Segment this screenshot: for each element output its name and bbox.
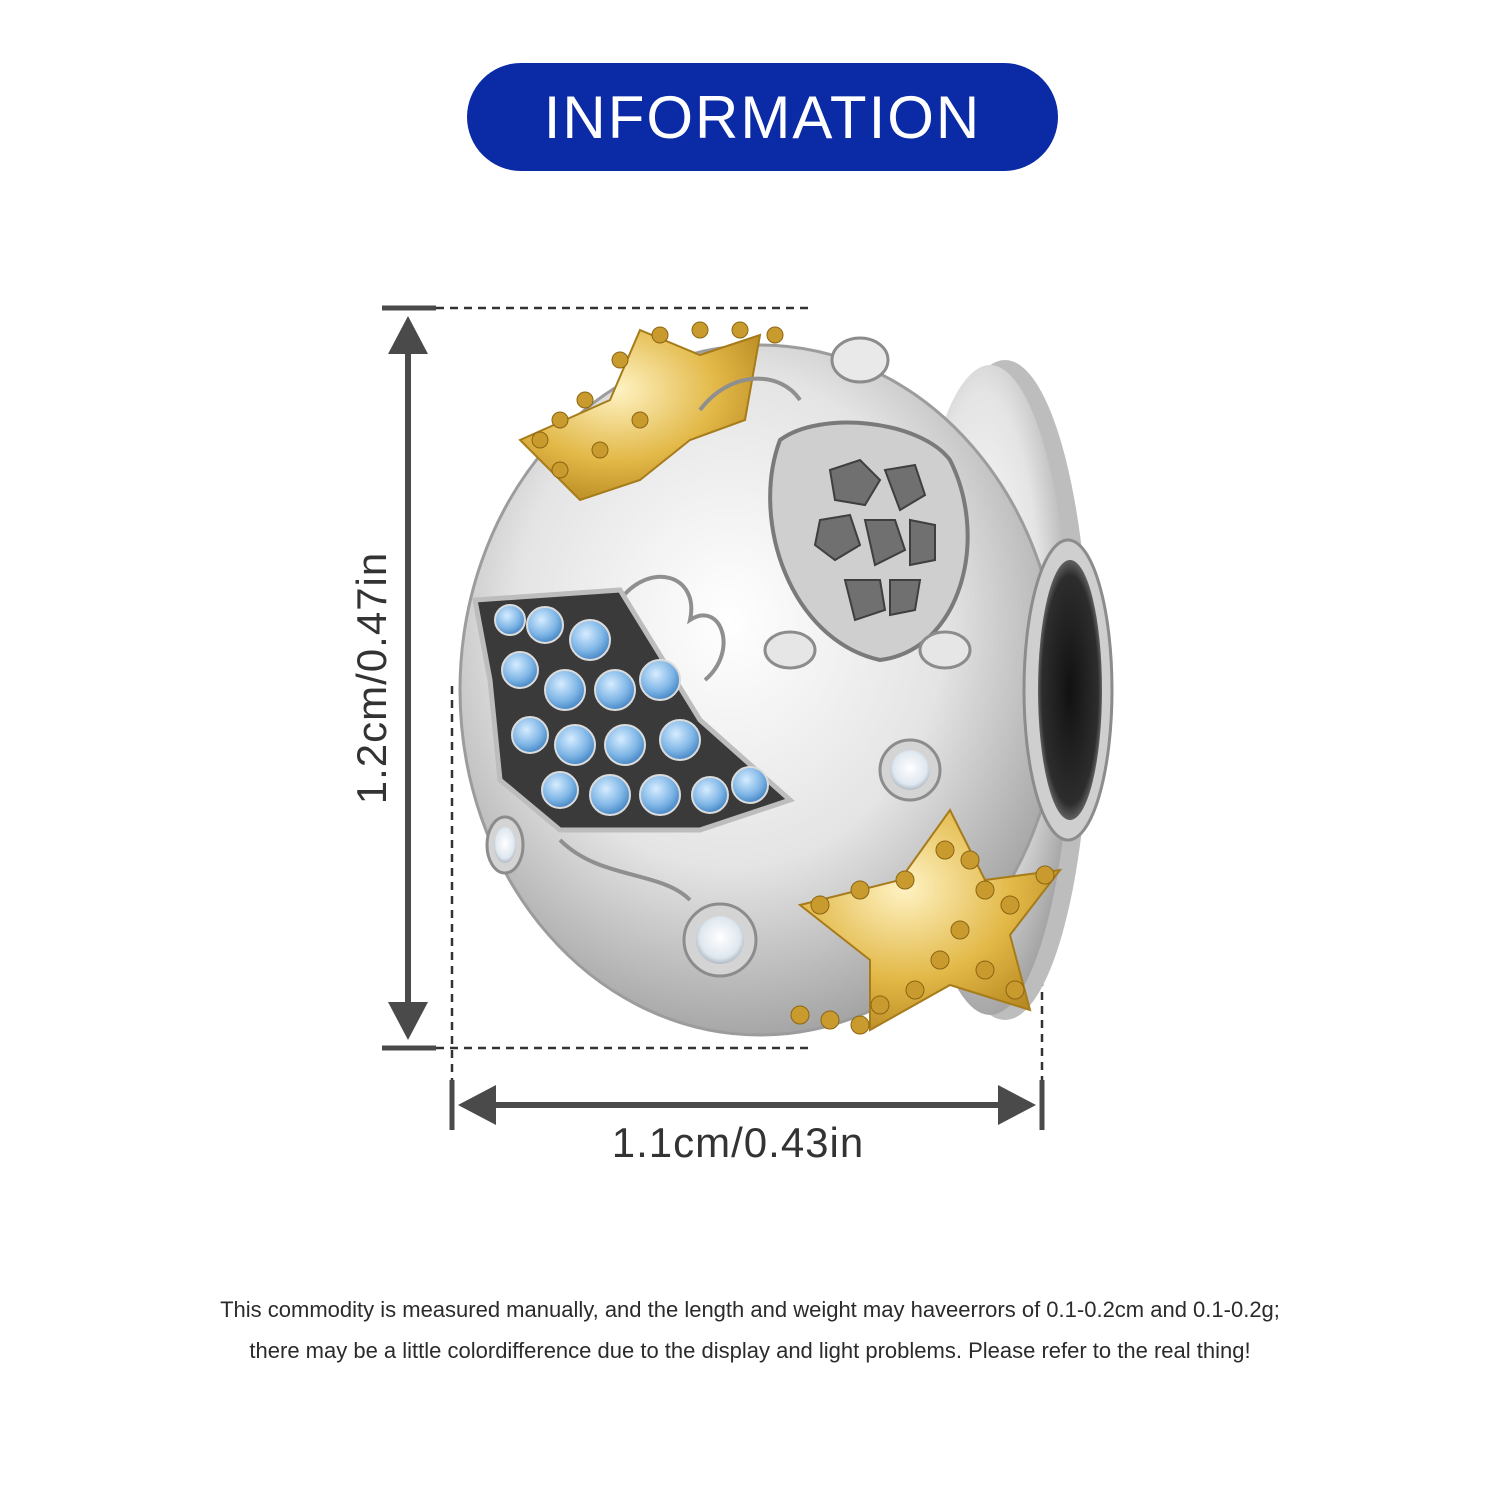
starfish-top	[518, 321, 784, 502]
starfish-bottom	[790, 808, 1063, 1035]
ocean-charm-bead-icon	[458, 321, 1114, 1037]
disclaimer-line-2: there may be a little colordifference du…	[249, 1338, 1251, 1363]
height-dimension: 1.2cm/0.47in	[348, 305, 810, 1051]
width-arrow-left	[458, 1085, 496, 1125]
height-label: 1.2cm/0.47in	[348, 552, 395, 804]
manta-ray	[472, 587, 795, 833]
height-arrow-down	[388, 1002, 428, 1040]
width-dimension: 1.1cm/0.43in	[449, 686, 1045, 1166]
information-title: INFORMATION	[543, 83, 982, 151]
disclaimer-line-1: This commodity is measured manually, and…	[220, 1297, 1280, 1322]
information-header-badge: INFORMATION	[467, 63, 1058, 171]
width-arrow-right	[998, 1085, 1036, 1125]
width-label: 1.1cm/0.43in	[612, 1119, 864, 1166]
clear-stones	[485, 738, 942, 978]
sea-turtle	[763, 336, 972, 670]
height-arrow-up	[388, 316, 428, 354]
